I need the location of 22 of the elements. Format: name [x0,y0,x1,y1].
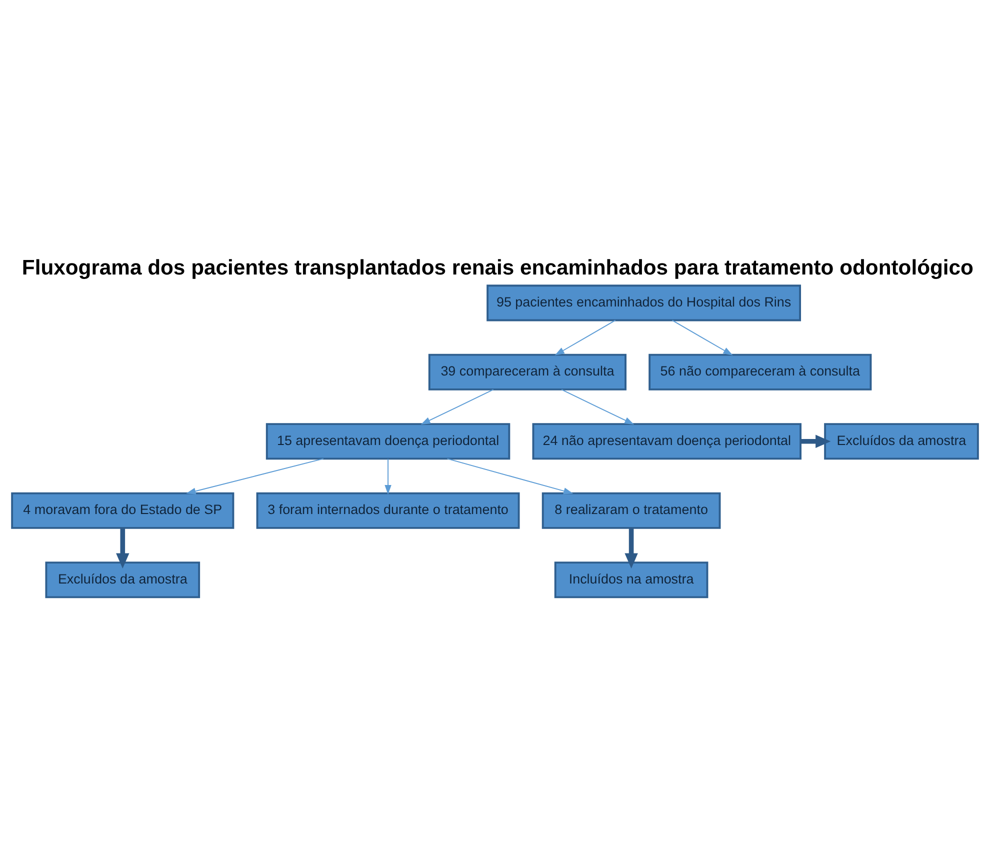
arrow [384,458,392,495]
arrow [561,389,634,425]
arrow [116,528,130,568]
node-box: Excluídos da amostra [824,423,979,460]
node-box: 8 realizaram o tratamento [542,492,721,529]
arrow [186,458,324,494]
node-box: 3 foram internados durante o tratamento [256,492,520,529]
diagram-title: Fluxograma dos pacientes transplantados renais encaminhados para tratamento odontológico [22,256,974,280]
node-box: 95 pacientes encaminhados do Hospital dos Rins [486,284,802,322]
node-box: 39 compareceram à consulta [428,354,626,390]
arrow [446,458,574,494]
node-box: Incluídos na amostra [554,562,708,598]
arrow [420,389,494,425]
arrow [672,320,733,356]
node-box: 4 moravam fora do Estado de SP [11,492,234,529]
node-box: 24 não apresentavam doença periodontal [532,423,802,460]
node-box: 15 apresentavam doença periodontal [266,423,510,460]
arrow [624,528,638,568]
arrow [554,320,616,356]
node-box: 56 não compareceram à consulta [648,354,872,390]
arrow [800,434,831,448]
node-box: Excluídos da amostra [45,562,200,598]
